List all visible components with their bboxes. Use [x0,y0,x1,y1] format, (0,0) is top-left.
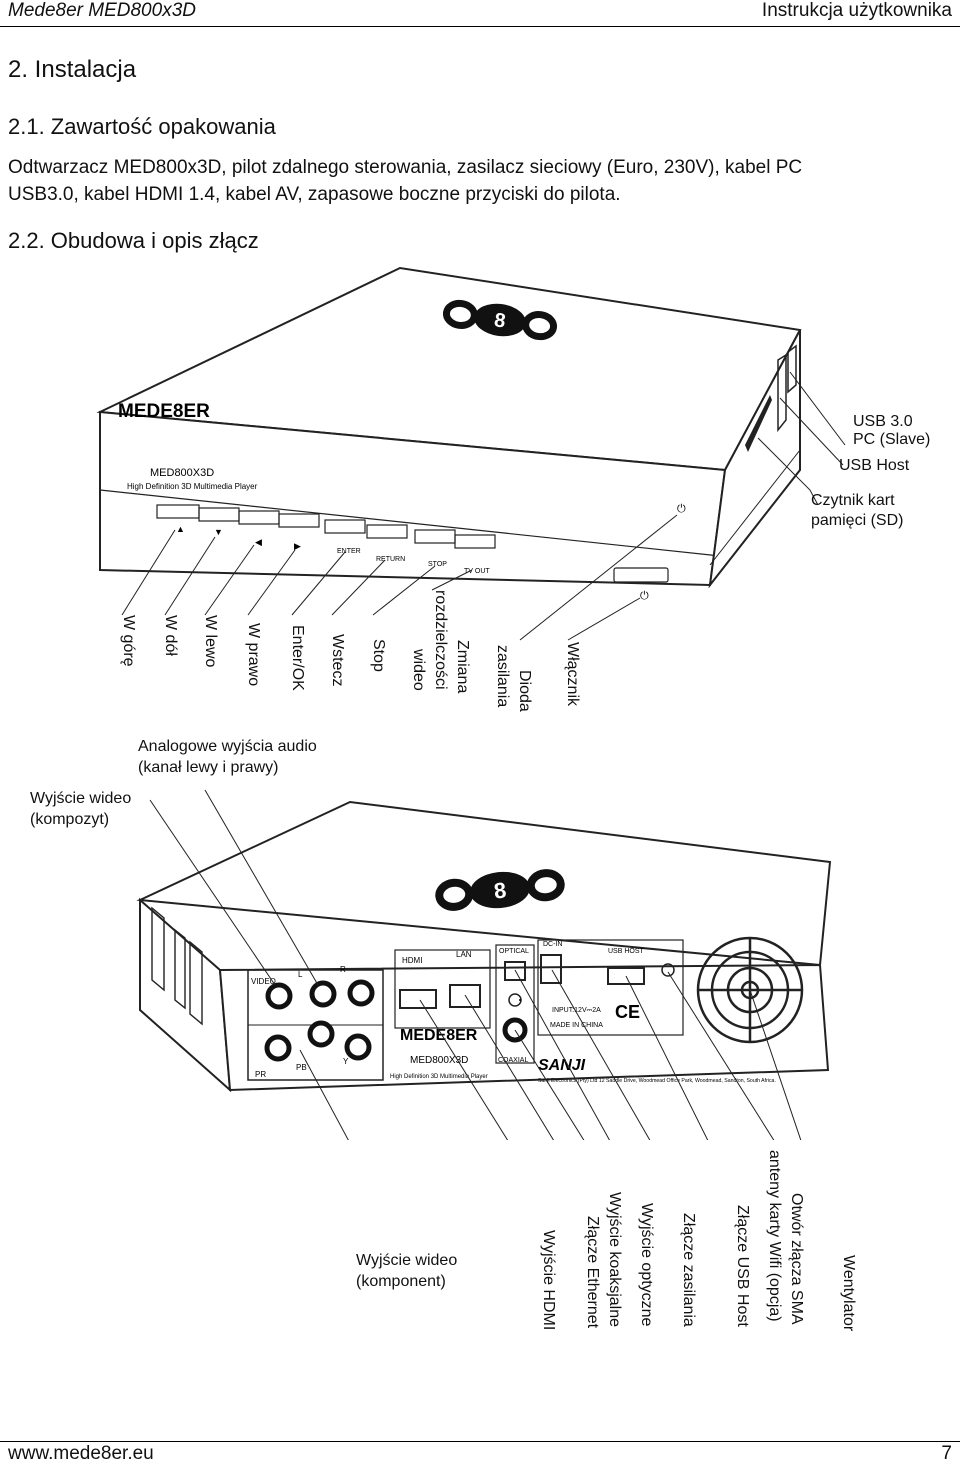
front-nav-buttons [156,504,669,583]
power-led-icon: ⏻ [677,503,686,515]
label-sma: Otwór złącza SMA [788,1193,805,1325]
label-power: Włącznik [564,642,581,707]
paragraph-line-1: Odtwarzacz MED800x3D, pilot zdalnego ste… [8,157,803,178]
up-arrow-icon: ▲ [176,524,185,534]
footer-website: www.mede8er.eu [8,1443,154,1464]
label-stop: Stop [370,639,387,672]
header-manual-title: Instrukcja użytkownika [761,0,952,21]
label-right: W prawo [245,623,262,687]
label-composite: Wyjście wideo [30,790,132,807]
return-button-label: RETURN [376,556,405,563]
header-product: Mede8er MED800x3D [8,0,196,21]
label-optical-out: Wyjście optyczne [638,1203,655,1327]
rca-r-label: R [340,965,346,974]
label-hdmi-out: Wyjście HDMI [540,1230,557,1331]
label-resolution-1: Zmiana [454,640,471,694]
label-ethernet: Złącze Ethernet [584,1216,601,1329]
label-audio-out-2: (kanał lewy i prawy) [138,759,279,776]
svg-text:8: 8 [493,309,507,332]
subsection-enclosure: 2.2. Obudowa i opis złącz [8,228,259,253]
label-back: Wstecz [329,634,346,687]
rca-pr-label: PR [255,1070,266,1079]
rca-l-label: L [298,970,303,979]
label-led-1: Dioda [516,670,533,712]
back-device-illustration: 8 VIDEO L R PR PB Y HDMI LAN MEDE8ER MED… [136,789,832,1140]
label-led-2: zasilania [494,645,511,708]
sanji-address: Sanji Electronics (Pty) Ltd 12 Saddle Dr… [538,1078,776,1084]
sd-slot-shape [745,395,772,452]
label-usb3-pc: PC (Slave) [853,431,931,448]
input-rating-text: INPUT:12V⎓2A [552,1007,601,1014]
footer-rule [0,1441,960,1442]
front-device-illustration: 8 MEDE8ER MED800X3D High Definition 3D M… [96,266,846,641]
coaxial-port-label: COAXIAL [498,1057,528,1064]
header-rule [0,26,960,27]
label-component: Wyjście wideo [356,1252,458,1269]
left-arrow-icon: ◀ [255,537,262,547]
made-in-text: MADE IN CHINA [550,1022,603,1029]
lan-port-label: LAN [456,950,472,959]
label-sma-2: anteny karty Wifi (opcja) [766,1150,783,1322]
usb-host-port-shape [787,344,797,394]
usb3-port-shape [777,353,787,433]
dcin-port-label: DC-IN [543,941,562,948]
label-up: W górę [120,615,137,667]
label-audio-out: Analogowe wyjścia audio [138,738,317,755]
svg-text:8: 8 [493,877,508,903]
back-model-text: MED800X3D [410,1055,468,1066]
paragraph-line-2: USB3.0, kabel HDMI 1.4, kabel AV, zapaso… [8,184,621,205]
sanji-logo: SANJI [538,1057,586,1074]
label-coax-out: Wyjście koaksjalne [606,1192,623,1328]
label-card-reader: Czytnik kart [811,492,895,509]
rca-video-label: VIDEO [251,977,276,986]
enter-button-label: ENTER [337,548,361,555]
ce-mark: CE [615,1002,640,1022]
front-top-logo: 8 [442,299,558,341]
power-button-icon: ⏻ [640,590,649,602]
label-composite-2: (kompozyt) [30,811,110,828]
label-resolution-2: rozdzielczości [432,590,449,690]
footer-page-number: 7 [941,1443,952,1464]
label-power-jack: Złącze zasilania [680,1213,697,1327]
back-tagline-text: High Definition 3D Multimedia Player [390,1074,488,1080]
section-title: 2. Instalacja [8,56,137,83]
rca-pb-label: PB [296,1063,307,1072]
label-usb-host-jack: Złącze USB Host [734,1205,751,1327]
rca-y-label: Y [343,1057,349,1066]
usbhost-port-label: USB HOST [608,948,645,955]
right-arrow-icon: ▶ [294,541,301,551]
label-component-2: (komponent) [356,1273,446,1290]
label-fan: Wentylator [840,1255,857,1332]
label-left: W lewo [202,615,219,668]
back-brand-text: MEDE8ER [400,1027,478,1044]
contents-paragraph: Odtwarzacz MED800x3D, pilot zdalnego ste… [8,154,954,208]
label-usb3: USB 3.0 [853,413,913,430]
label-down: W dół [162,615,179,656]
back-leader-lines [149,789,802,1140]
label-resolution-3: wideo [410,649,427,691]
front-brand-text: MEDE8ER [118,401,210,422]
tvout-button-label: TV OUT [464,568,490,575]
optical-port-label: OPTICAL [499,948,529,955]
label-card-reader-sd: pamięci (SD) [811,512,904,529]
front-leader-lines [121,371,846,641]
front-model-text: MED800X3D [150,467,214,479]
label-usb-host: USB Host [839,457,910,474]
label-enter: Enter/OK [289,625,306,691]
down-arrow-icon: ▼ [214,527,223,537]
subsection-contents: 2.1. Zawartość opakowania [8,114,276,139]
hdmi-port-label: HDMI [402,956,422,965]
stop-button-label: STOP [428,561,447,568]
front-tagline-text: High Definition 3D Multimedia Player [127,482,258,491]
